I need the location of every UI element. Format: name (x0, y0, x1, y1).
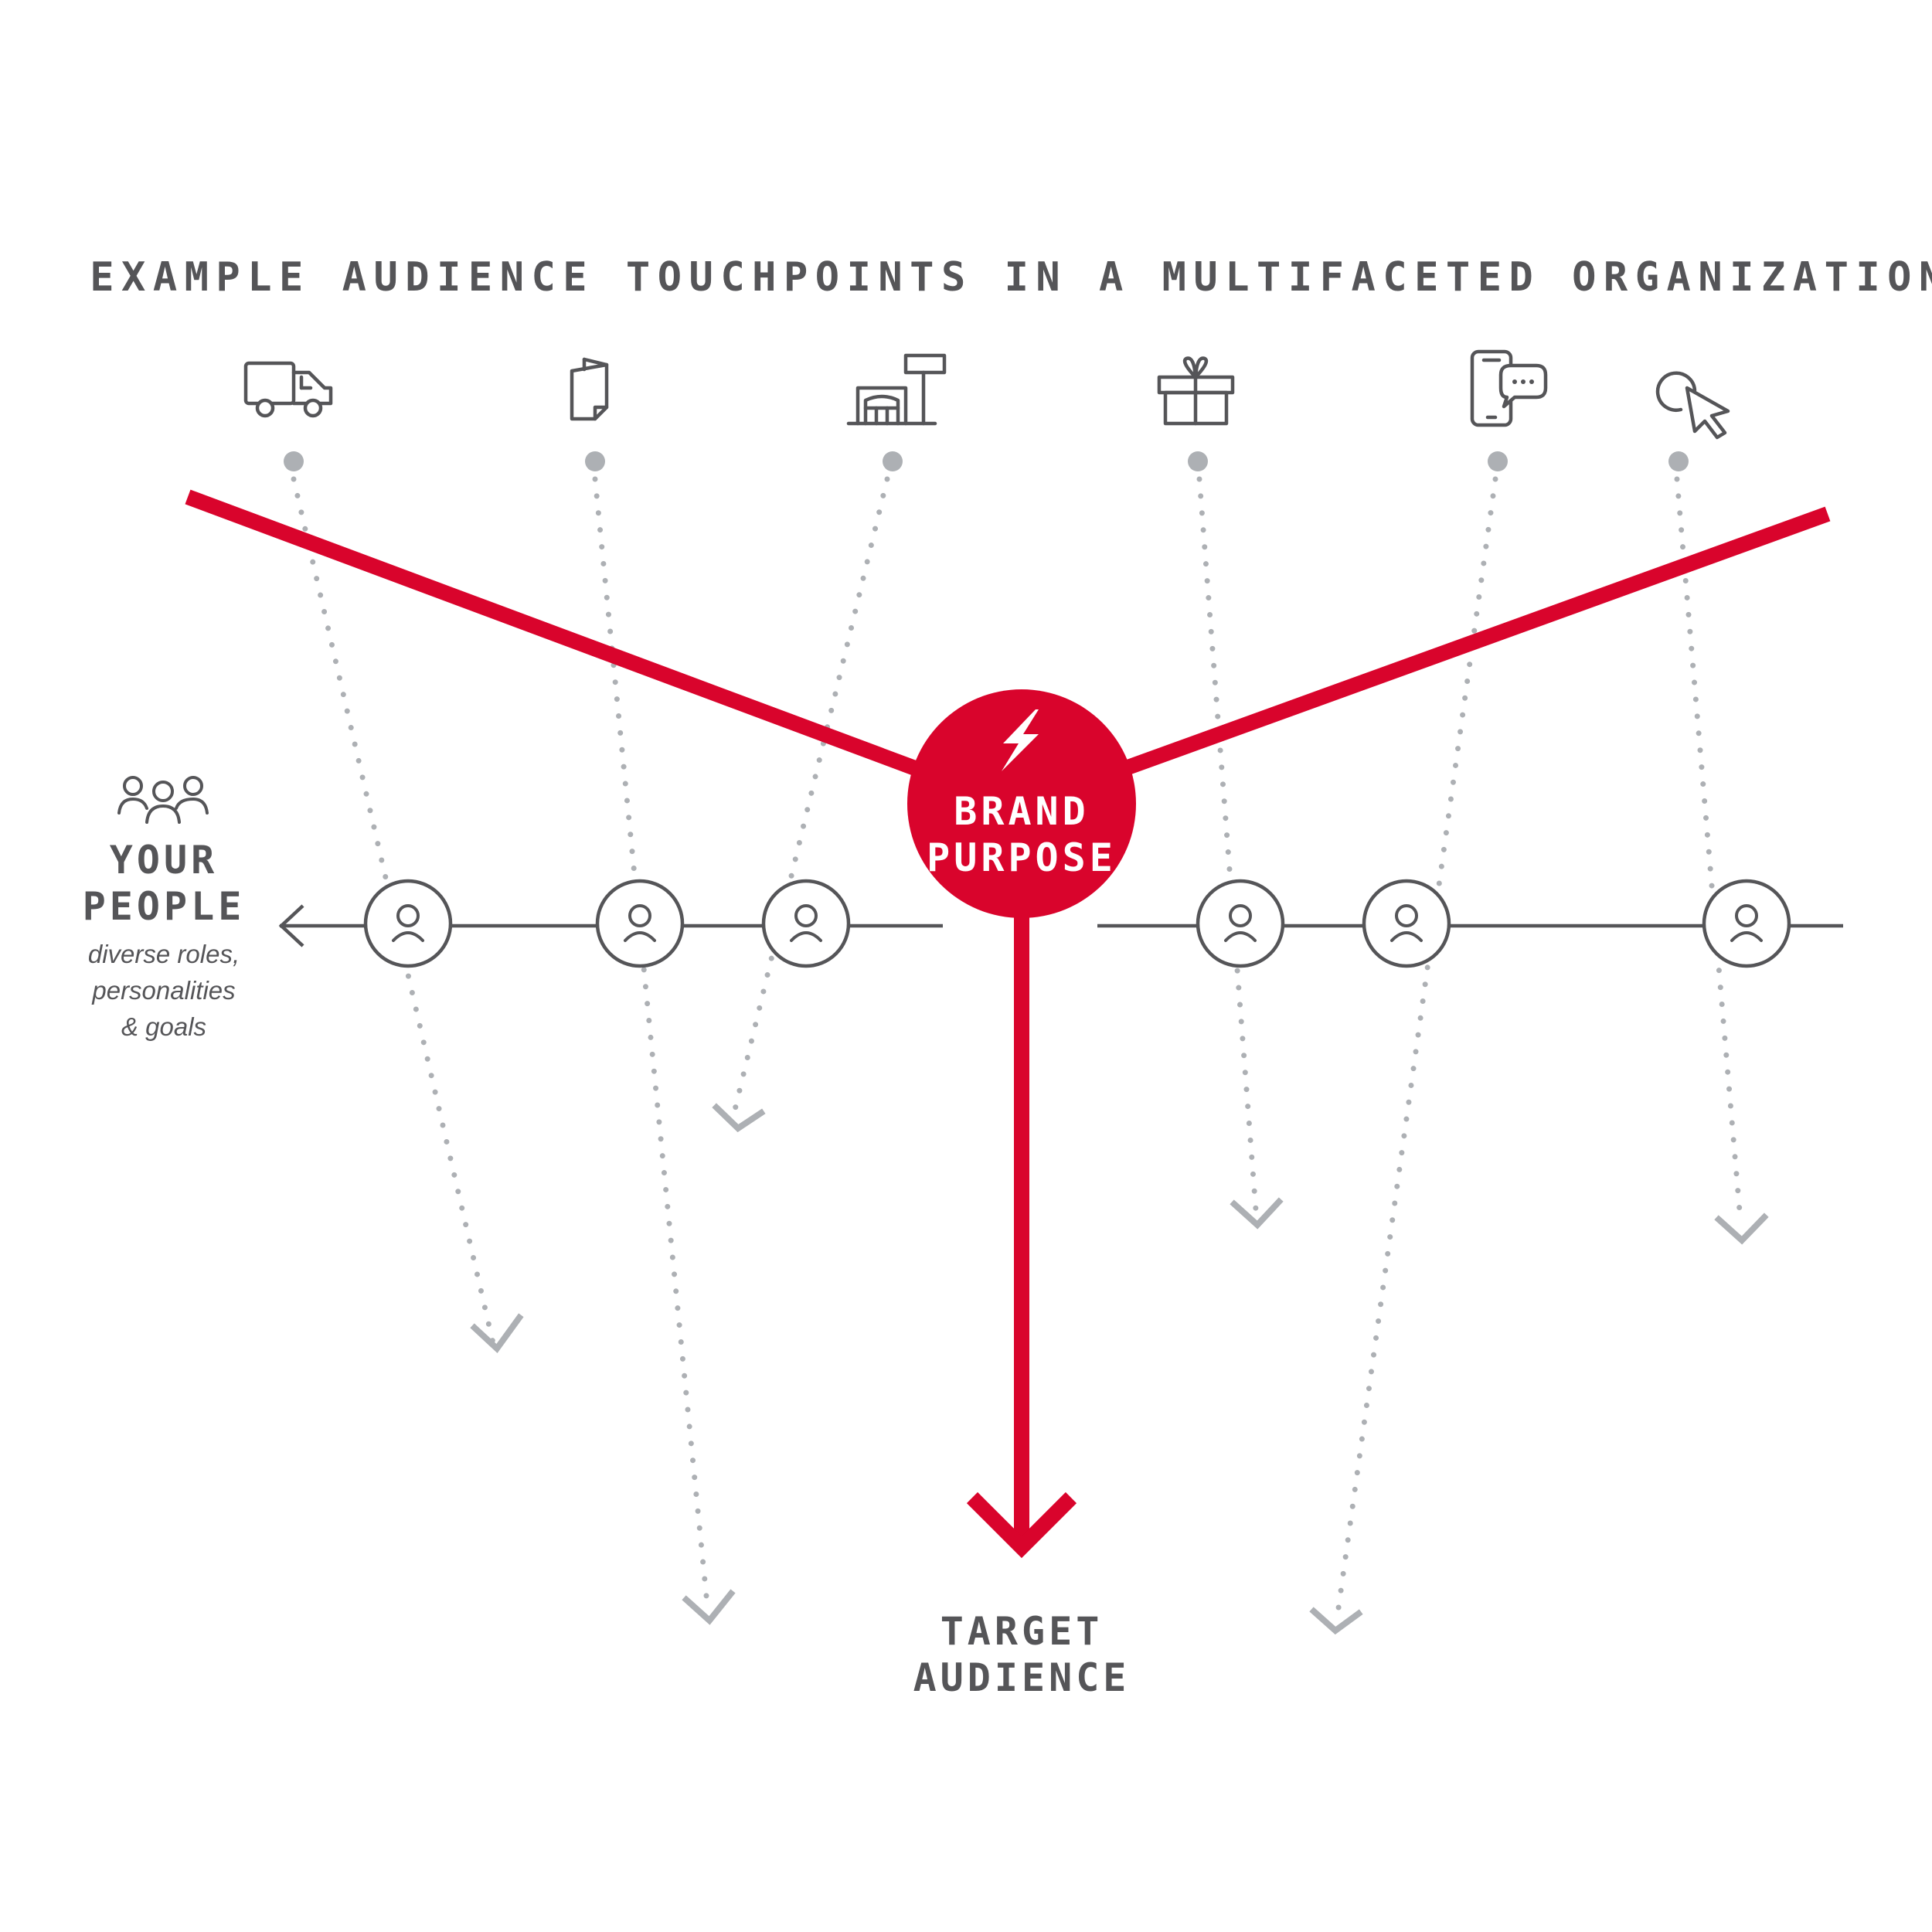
touchpoint-path-brochure (592, 476, 710, 1607)
touchpoint-path-web (1674, 476, 1743, 1223)
chevron-down-icon (682, 1589, 736, 1625)
left-brand-arm (185, 489, 930, 781)
your-people-caption-3: & goals (121, 1012, 206, 1041)
touchpoint-path-mobile (1334, 476, 1498, 1622)
your-people-caption-1: diverse roles, (88, 940, 240, 968)
touchpoint-dot-mobile (1488, 451, 1508, 471)
person-icon (1362, 879, 1451, 968)
delivery-truck-icon (243, 361, 333, 418)
your-people-line1: YOUR (110, 838, 218, 883)
chevron-down-icon (1714, 1213, 1769, 1245)
folded-brochure-icon (570, 357, 609, 421)
touchpoint-dot-gift (1188, 451, 1208, 471)
target-arrow (966, 866, 1077, 1559)
person-icon (761, 879, 851, 968)
brand-purpose-circle (907, 689, 1136, 918)
target-audience-label: TARGET AUDIENCE (913, 1609, 1131, 1700)
touchpoint-icons (243, 349, 1730, 440)
touchpoint-paths (291, 476, 1743, 1622)
touchpoint-dot-web (1668, 451, 1689, 471)
person-icon (1196, 879, 1285, 968)
chevron-down-icon (966, 1492, 1077, 1559)
person-icon (1702, 879, 1791, 968)
mobile-chat-icon (1470, 349, 1548, 427)
target-audience-line1: TARGET (940, 1609, 1104, 1654)
your-people-caption-2: personalities (91, 976, 235, 1005)
brand-purpose-line2: PURPOSE (927, 835, 1117, 880)
brand-purpose-line1: BRAND (954, 789, 1090, 834)
touchpoint-path-delivery-truck (291, 476, 499, 1359)
brand-arms (185, 489, 1831, 781)
brand-purpose-node: BRAND PURPOSE (907, 689, 1136, 918)
touchpoint-dot-storefront (883, 451, 903, 471)
touchpoint-dot-brochure (585, 451, 605, 471)
touchpoint-dots (284, 451, 1689, 471)
chevron-down-icon (712, 1103, 766, 1133)
cursor-click-icon (1655, 371, 1730, 440)
chevron-down-icon (470, 1313, 524, 1354)
arrow-left-icon (278, 904, 304, 947)
touchpoint-path-storefront (731, 476, 890, 1116)
diagram-title: EXAMPLE AUDIENCE TOUCHPOINTS IN A MULTIF… (90, 254, 1932, 301)
gift-box-icon (1157, 356, 1235, 426)
person-icon (363, 879, 453, 968)
touchpoint-dot-delivery-truck (284, 451, 304, 471)
your-people-label: YOUR PEOPLE diverse roles, personalities… (83, 776, 246, 1041)
chevron-down-icon (1230, 1197, 1284, 1230)
storefront-sign-icon (846, 353, 947, 426)
lightning-bolt-icon (1002, 709, 1039, 771)
target-audience-line2: AUDIENCE (913, 1655, 1131, 1700)
right-brand-arm (1110, 506, 1831, 781)
people-circles (363, 879, 1791, 968)
your-people-line2: PEOPLE (83, 884, 246, 929)
people-line (278, 904, 1843, 947)
person-icon (595, 879, 685, 968)
touchpoint-path-gift (1196, 476, 1259, 1213)
chevron-down-icon (1309, 1607, 1363, 1635)
touchpoint-arrowheads (470, 1103, 1769, 1635)
people-group-icon (117, 776, 209, 824)
